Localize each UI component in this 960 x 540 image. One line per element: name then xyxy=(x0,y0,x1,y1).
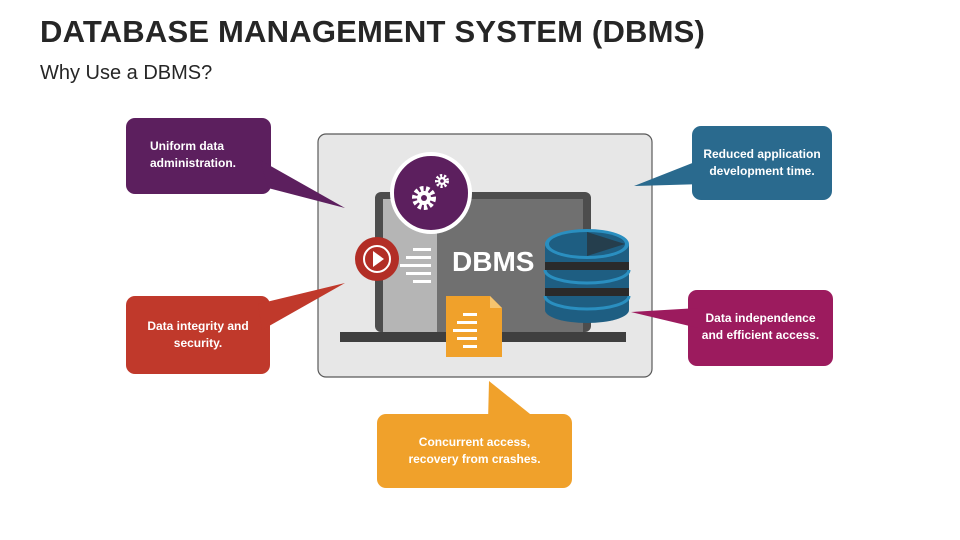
callout-independence: Data independence and efficient access. xyxy=(688,310,833,344)
callout-uniform-line2: administration. xyxy=(150,156,237,170)
database-icon xyxy=(543,229,631,323)
callout-uniform: Uniform data administration. xyxy=(150,138,236,172)
callout-concurrent-shape xyxy=(377,381,572,488)
text-lines-icon xyxy=(400,248,431,283)
callout-reduced-line2: development time. xyxy=(709,164,815,178)
callout-independence-shape xyxy=(631,290,833,366)
callout-independence-line2: and efficient access. xyxy=(701,328,820,342)
callout-integrity-line1: Data integrity and xyxy=(147,319,249,333)
callout-reduced-shape xyxy=(634,126,832,200)
callout-uniform-line1: Uniform data xyxy=(150,139,225,153)
document-icon xyxy=(446,296,502,357)
callout-uniform-shape xyxy=(126,118,345,208)
page-title: DATABASE MANAGEMENT SYSTEM (DBMS) xyxy=(40,14,706,49)
callout-concurrent-line2: recovery from crashes. xyxy=(408,452,541,466)
callout-concurrent: Concurrent access, recovery from crashes… xyxy=(377,434,572,468)
dbms-label: DBMS xyxy=(452,246,535,277)
callout-integrity-line2: security. xyxy=(173,336,223,350)
play-icon xyxy=(355,237,399,281)
callout-integrity: Data integrity and security. xyxy=(126,318,270,352)
callout-integrity-shape xyxy=(126,283,345,374)
page-subtitle: Why Use a DBMS? xyxy=(40,62,213,84)
callout-concurrent-line1: Concurrent access, xyxy=(418,435,531,449)
callout-reduced: Reduced application development time. xyxy=(692,146,832,180)
callout-reduced-line1: Reduced application xyxy=(703,147,821,161)
callout-independence-line1: Data independence xyxy=(705,311,816,325)
gears-icon xyxy=(390,152,472,234)
